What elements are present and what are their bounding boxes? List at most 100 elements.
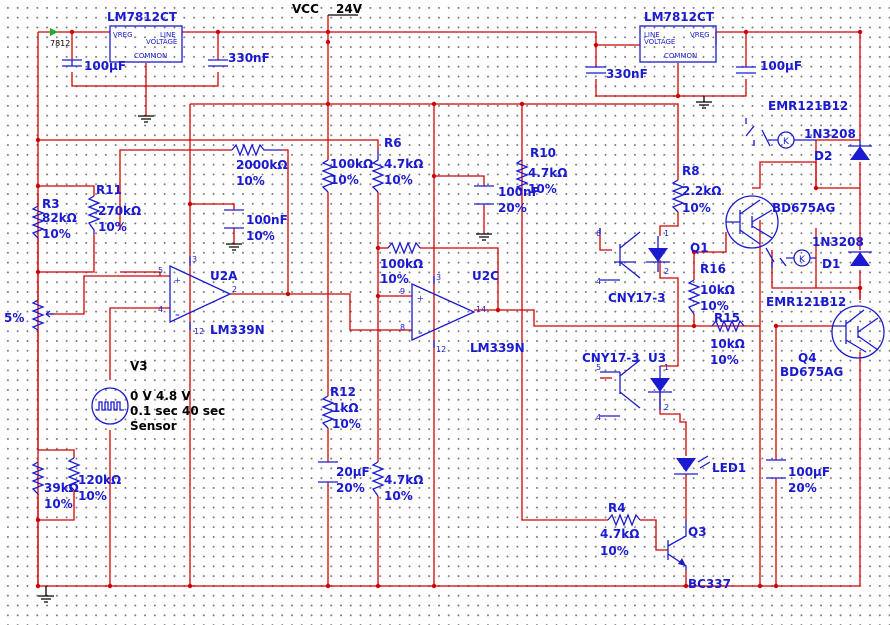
u2c-name: U2C: [472, 269, 499, 283]
svg-text:100nF: 100nF: [498, 185, 540, 199]
reg2-voltage: VOLTAGE: [644, 38, 675, 46]
svg-text:10kΩ: 10kΩ: [710, 337, 745, 351]
svg-text:10%: 10%: [710, 353, 739, 367]
svg-text:+: +: [174, 273, 181, 287]
svg-text:0.1 sec 40 sec: 0.1 sec 40 sec: [130, 404, 225, 418]
transistor-q3: Q3 BC337: [667, 520, 731, 591]
svg-text:-: -: [175, 307, 180, 322]
svg-text:10%: 10%: [380, 272, 409, 286]
optocoupler-u3: 5 4 1 2 CNY17-3 U3: [582, 351, 672, 422]
svg-text:V3: V3: [130, 359, 148, 373]
svg-text:0 V 4.8 V: 0 V 4.8 V: [130, 389, 191, 403]
svg-text:U3: U3: [648, 351, 666, 365]
svg-text:1N3208: 1N3208: [812, 235, 864, 249]
transistor-q1: BD675AG Q1: [690, 195, 835, 255]
reg1-tag: 7812: [50, 39, 70, 48]
svg-text:5%: 5%: [4, 311, 24, 325]
svg-text:20%: 20%: [788, 481, 817, 495]
relay-1: K EMR121B12: [745, 99, 848, 149]
svg-text:10%: 10%: [246, 229, 275, 243]
svg-text:Sensor: Sensor: [130, 419, 177, 433]
reg1-line: LINE: [160, 31, 176, 39]
svg-text:3: 3: [192, 255, 197, 264]
reg2-name: LM7812CT: [644, 10, 715, 24]
resistor-100k-a: 100kΩ 10%: [321, 157, 373, 193]
transistor-q4: Q4 BD675AG: [780, 305, 885, 379]
resistor-r6: R6 4.7kΩ 10%: [371, 136, 423, 193]
svg-text:4: 4: [596, 277, 601, 286]
regulator-2: LM7812CT LINE VREG VOLTAGE COMMON: [639, 10, 717, 63]
resistor-100k-b: 100kΩ 10%: [380, 241, 423, 286]
svg-text:1N3208: 1N3208: [804, 127, 856, 141]
svg-text:1: 1: [664, 229, 669, 238]
svg-text:R4: R4: [608, 501, 626, 515]
resistor-r3: R3 82kΩ 10%: [31, 197, 77, 241]
capacitor-c3: 330nF: [586, 66, 648, 81]
led1: LED1: [674, 455, 746, 475]
svg-text:4.7kΩ: 4.7kΩ: [384, 473, 423, 487]
svg-text:+: +: [417, 291, 424, 305]
svg-text:10%: 10%: [384, 489, 413, 503]
svg-text:1: 1: [664, 363, 669, 372]
capacitor-c4: 100µF: [736, 59, 802, 74]
resistor-120k: 120kΩ 10%: [67, 457, 121, 503]
svg-text:10%: 10%: [600, 544, 629, 558]
potentiometer: 5%: [4, 299, 54, 331]
svg-text:4.7kΩ: 4.7kΩ: [600, 527, 639, 541]
svg-text:R3: R3: [42, 197, 60, 211]
svg-text:2: 2: [664, 403, 669, 412]
svg-text:CNY17-3: CNY17-3: [582, 351, 640, 365]
reg1-common: COMMON: [134, 52, 167, 60]
svg-text:270kΩ: 270kΩ: [98, 204, 141, 218]
net-arrow-icon: [50, 28, 58, 36]
svg-text:4: 4: [596, 413, 601, 422]
svg-text:LED1: LED1: [712, 461, 746, 475]
resistor-2000k: 2000kΩ 10%: [231, 143, 288, 188]
optocoupler-1: 6 4 1 2 CNY17-3: [596, 228, 670, 305]
svg-text:D2: D2: [814, 149, 832, 163]
svg-text:100µF: 100µF: [760, 59, 802, 73]
reg2-line: LINE: [644, 31, 660, 39]
svg-text:EMR121B12: EMR121B12: [768, 99, 848, 113]
capacitor-c5: 100nF 10%: [224, 209, 288, 243]
svg-text:82kΩ: 82kΩ: [42, 211, 77, 225]
diode-d1: 1N3208 D1: [812, 235, 872, 271]
capacitor-c1: 100µF: [62, 59, 126, 73]
diode-d2: 1N3208 D2: [804, 127, 872, 163]
svg-text:20%: 20%: [498, 201, 527, 215]
svg-text:2.2kΩ: 2.2kΩ: [682, 184, 721, 198]
svg-text:330nF: 330nF: [606, 67, 648, 81]
resistor-r4: R4 4.7kΩ 10%: [600, 501, 641, 558]
resistor-r12: R12 1kΩ 10%: [321, 385, 361, 431]
svg-text:20µF: 20µF: [336, 465, 370, 479]
svg-text:4.7kΩ: 4.7kΩ: [384, 157, 423, 171]
reg2-common: COMMON: [664, 52, 697, 60]
svg-text:10%: 10%: [528, 182, 557, 196]
reg2-vreg: VREG: [690, 31, 710, 39]
resistor-r11: R11 270kΩ 10%: [87, 183, 141, 234]
resistor-r8: R8 2.2kΩ 10%: [671, 164, 721, 215]
svg-text:-: -: [418, 325, 423, 340]
junctions: [35, 29, 863, 589]
regulator-1: LM7812CT VREG LINE VOLTAGE COMMON 7812: [50, 10, 183, 63]
svg-text:2: 2: [664, 267, 669, 276]
reg1-voltage: VOLTAGE: [146, 38, 177, 46]
svg-text:14: 14: [476, 305, 486, 314]
svg-text:10%: 10%: [42, 227, 71, 241]
capacitor-c8: 100µF 20%: [766, 459, 830, 495]
capacitor-c6: 100nF 20%: [474, 185, 540, 215]
svg-text:100kΩ: 100kΩ: [380, 257, 423, 271]
svg-text:100kΩ: 100kΩ: [330, 157, 373, 171]
svg-text:R11: R11: [96, 183, 122, 197]
svg-text:10%: 10%: [78, 489, 107, 503]
svg-text:5: 5: [158, 266, 163, 275]
relay-2: K EMR121B12: [765, 247, 846, 309]
svg-text:2000kΩ: 2000kΩ: [236, 158, 288, 172]
svg-text:100nF: 100nF: [246, 213, 288, 227]
svg-text:10kΩ: 10kΩ: [700, 283, 735, 297]
vcc-value: 24V: [336, 2, 363, 16]
svg-text:10%: 10%: [332, 417, 361, 431]
svg-text:D1: D1: [822, 257, 840, 271]
